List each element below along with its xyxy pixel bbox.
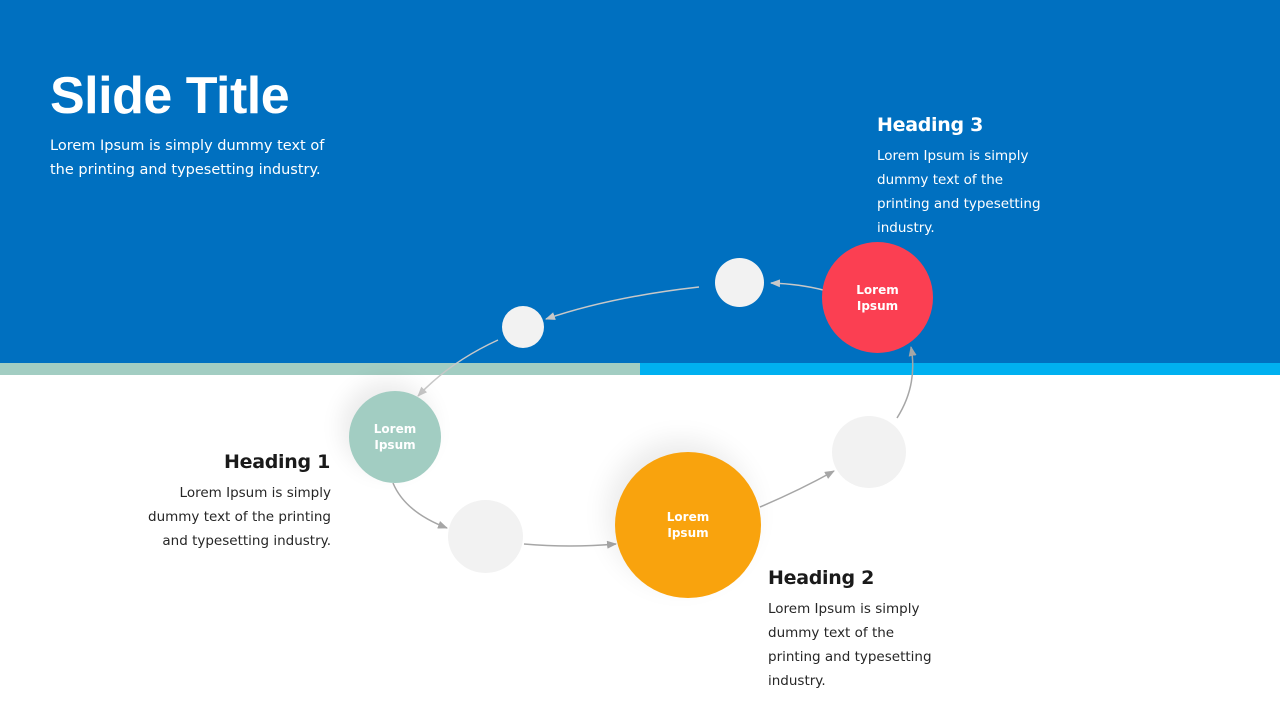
cycle-node-small-right xyxy=(832,416,906,488)
step-3-description: Lorem Ipsum is simply dummy text of the … xyxy=(877,148,1041,236)
arrow-4 xyxy=(896,346,917,419)
arrow-7 xyxy=(417,339,499,397)
cycle-node-3: Lorem Ipsum xyxy=(822,242,933,353)
arrow-5 xyxy=(770,279,824,291)
cycle-node-1: Lorem Ipsum xyxy=(349,391,441,483)
cycle-node-3-label: Lorem Ipsum xyxy=(856,282,899,313)
step-2-heading: Heading 2 xyxy=(768,567,874,589)
arrow-3 xyxy=(759,470,835,508)
cycle-node-small-top-left xyxy=(502,306,544,348)
cycle-node-1-label: Lorem Ipsum xyxy=(373,422,417,452)
cycle-node-2-label: Lorem Ipsum xyxy=(666,510,710,540)
cycle-node-small-top-right xyxy=(715,258,764,307)
slide-title: Slide Title xyxy=(50,67,290,125)
step-2-description: Lorem Ipsum is simply dummy text of the … xyxy=(768,601,932,689)
cycle-node-2: Lorem Ipsum xyxy=(615,452,761,598)
arrow-1 xyxy=(392,482,448,529)
step-1-heading: Heading 1 xyxy=(224,451,330,473)
step-3-heading: Heading 3 xyxy=(877,114,983,136)
step-1-description: Lorem Ipsum is simply dummy text of the … xyxy=(148,485,331,549)
divider-bar-mint xyxy=(0,363,640,375)
arrow-2 xyxy=(523,540,617,549)
cycle-node-small-bottom-left xyxy=(448,500,523,573)
arrow-6 xyxy=(545,286,700,320)
divider-bar-sky xyxy=(640,363,1280,375)
header-background xyxy=(0,0,1280,363)
slide-subtitle: Lorem Ipsum is simply dummy text of the … xyxy=(50,138,325,178)
